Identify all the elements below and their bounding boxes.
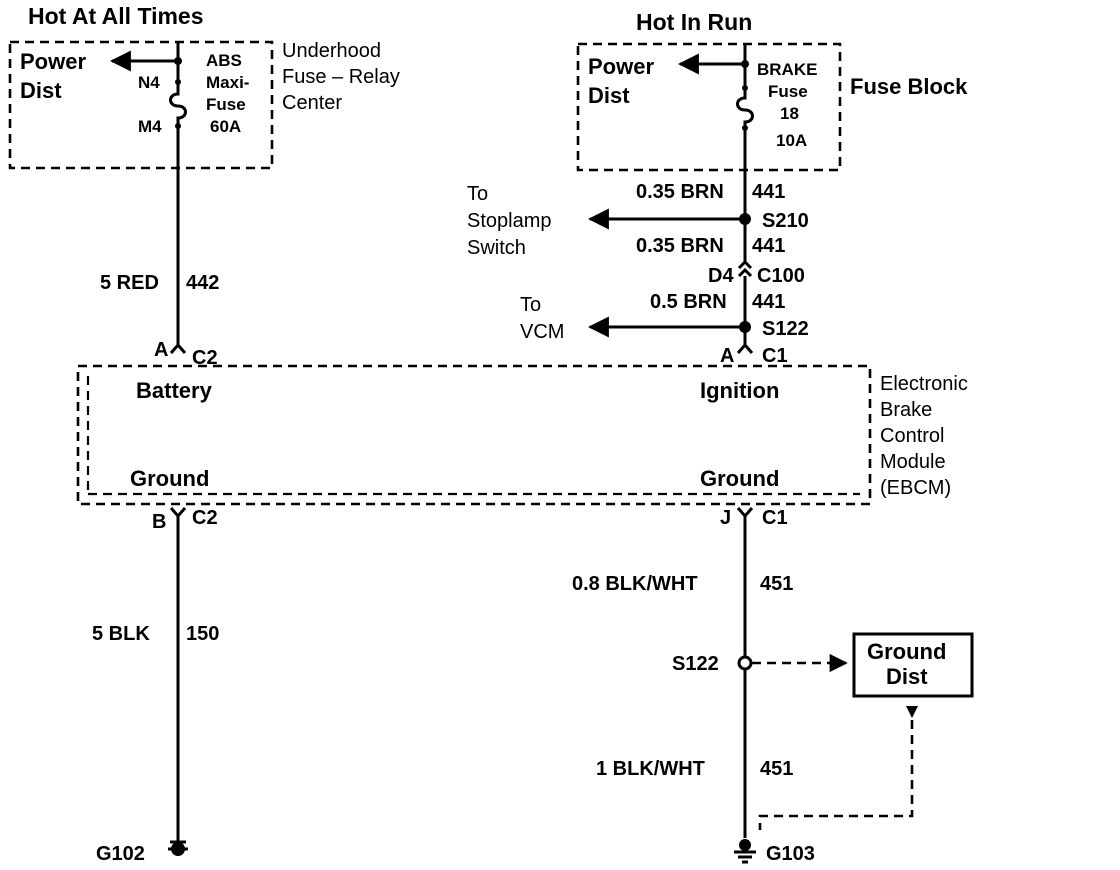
brake-fuse-label: BRAKE Fuse 18 10A bbox=[757, 60, 822, 150]
inline-connector-c100-symbol bbox=[737, 259, 753, 278]
maxi-fuse-terminal-bottom bbox=[175, 123, 181, 129]
terminal-m4: M4 bbox=[138, 117, 162, 136]
connector-b-c2-symbol bbox=[169, 507, 187, 519]
brake-fuse-terminal-bottom bbox=[742, 125, 748, 131]
splice-s122-ground-label: S122 bbox=[672, 653, 719, 675]
wire-5-blk-label: 5 BLK bbox=[92, 623, 150, 645]
ground-g103-icon bbox=[734, 839, 756, 864]
circuit-451-label-2: 451 bbox=[760, 758, 793, 780]
circuit-441-label-3: 441 bbox=[752, 291, 785, 313]
wire-035-brn-label-2: 0.35 BRN bbox=[636, 235, 724, 257]
right-feed-wire bbox=[736, 44, 754, 262]
fuse-block-power-dist-label: Power Dist bbox=[588, 54, 660, 108]
ebcm-name: Electronic Brake Control Module (EBCM) bbox=[880, 373, 973, 499]
ebcm-ground-right-label: Ground bbox=[700, 466, 779, 491]
maxi-fuse-terminal-top bbox=[175, 79, 181, 85]
connector-a-pin: A bbox=[154, 339, 168, 361]
splice-s122-ground-dot bbox=[737, 655, 753, 671]
splice-s122-top-label: S122 bbox=[762, 318, 809, 340]
to-stoplamp-switch-label: To Stoplamp Switch bbox=[467, 183, 557, 259]
connector-a-c2-symbol bbox=[169, 342, 187, 354]
ebcm-ground-left-label: Ground bbox=[130, 466, 209, 491]
ground-dist-label: Ground Dist bbox=[867, 639, 953, 689]
ground-dist-return-dashed bbox=[758, 720, 914, 830]
heading-hot-at-all-times: Hot At All Times bbox=[28, 3, 204, 29]
left-feed-wire bbox=[169, 42, 187, 345]
circuit-441-label-2: 441 bbox=[752, 235, 785, 257]
connector-c1-bottom: C1 bbox=[762, 507, 788, 529]
ebcm-box bbox=[76, 364, 872, 506]
connector-a-c1-pin: A bbox=[720, 345, 734, 367]
wire-5-red-label: 5 RED bbox=[100, 272, 159, 294]
fuse-block-box bbox=[576, 42, 842, 172]
wire-035-brn-label-1: 0.35 BRN bbox=[636, 181, 724, 203]
ground-g103-label: G103 bbox=[766, 843, 815, 865]
splice-s210-label: S210 bbox=[762, 210, 809, 232]
connector-j-pin: J bbox=[720, 507, 731, 529]
ebcm-ignition-label: Ignition bbox=[700, 378, 779, 403]
to-vcm-label: To VCM bbox=[520, 294, 564, 343]
inline-connector-c100: C100 bbox=[757, 265, 805, 287]
ebcm-battery-label: Battery bbox=[136, 378, 213, 403]
circuit-441-label-1: 441 bbox=[752, 181, 785, 203]
underhood-power-dist-label: Power Dist bbox=[20, 49, 92, 103]
wire-08-blk-wht-label: 0.8 BLK/WHT bbox=[572, 573, 698, 595]
abs-maxi-fuse-label: ABS Maxi- Fuse 60A bbox=[206, 51, 254, 136]
inline-connector-pin-d4: D4 bbox=[708, 265, 734, 287]
circuit-150-label: 150 bbox=[186, 623, 219, 645]
ground-dist-box bbox=[852, 632, 974, 698]
ground-g102-icon bbox=[168, 840, 188, 856]
connector-j-c1-symbol bbox=[736, 507, 754, 519]
connector-b-pin: B bbox=[152, 511, 166, 533]
wire-05-brn-label: 0.5 BRN bbox=[650, 291, 727, 313]
underhood-fuse-center-box bbox=[8, 40, 274, 170]
circuit-451-label-1: 451 bbox=[760, 573, 793, 595]
brake-fuse-terminal-top bbox=[742, 85, 748, 91]
underhood-fuse-center-name: Underhood Fuse – Relay Center bbox=[282, 40, 405, 114]
fuse-block-name: Fuse Block bbox=[850, 74, 968, 99]
circuit-442-label: 442 bbox=[186, 272, 219, 294]
wire-1-blk-wht-label: 1 BLK/WHT bbox=[596, 758, 705, 780]
heading-hot-in-run: Hot In Run bbox=[636, 9, 752, 35]
ground-g102-label: G102 bbox=[96, 843, 145, 865]
terminal-n4: N4 bbox=[138, 73, 160, 92]
connector-c2-bottom: C2 bbox=[192, 507, 218, 529]
ground-dist-arrow-down bbox=[906, 706, 918, 718]
connector-c1-top: C1 bbox=[762, 345, 788, 367]
connector-c2-top: C2 bbox=[192, 347, 218, 369]
connector-a-c1-symbol bbox=[736, 342, 754, 354]
